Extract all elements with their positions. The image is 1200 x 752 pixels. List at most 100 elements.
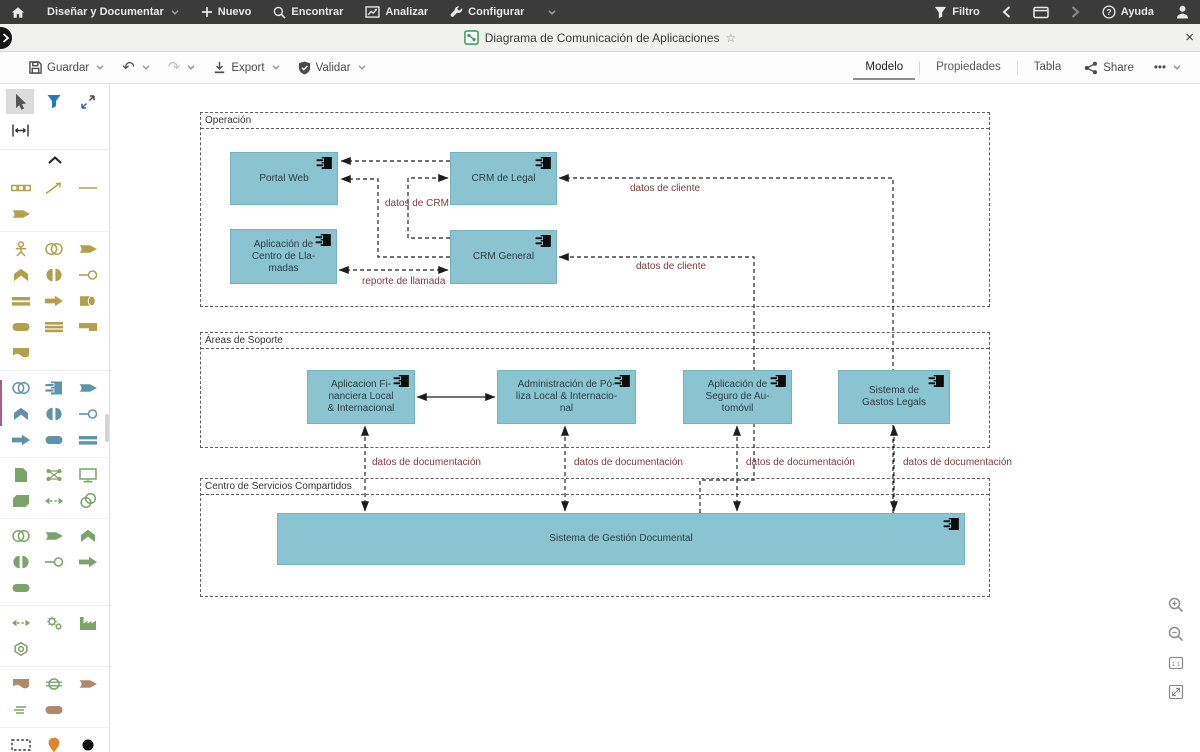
- window-switcher[interactable]: [1022, 0, 1060, 24]
- menu-encontrar[interactable]: Encontrar: [262, 0, 354, 24]
- nav-back[interactable]: [991, 0, 1022, 24]
- frames-icon[interactable]: [4, 177, 38, 199]
- node-gastos-legals[interactable]: Sistema de Gastos Legals: [838, 370, 950, 424]
- edge-label[interactable]: datos de CRM: [385, 198, 449, 209]
- app-process-icon[interactable]: [71, 377, 105, 399]
- home[interactable]: [0, 0, 36, 24]
- node-app-financiera[interactable]: Aplicacion Fi- nanciera Local & Internac…: [307, 370, 415, 424]
- artifact-icon[interactable]: [4, 464, 38, 486]
- collaboration-icon[interactable]: [38, 238, 72, 260]
- path-icon[interactable]: [38, 490, 72, 512]
- zoom-fit-button[interactable]: [1168, 684, 1184, 700]
- network-icon[interactable]: [38, 464, 72, 486]
- redo-button[interactable]: ↷: [159, 52, 205, 83]
- palette-scrollbar[interactable]: [105, 414, 109, 442]
- pointer-tool[interactable]: [6, 89, 34, 114]
- tech-collaboration-icon[interactable]: [71, 490, 105, 512]
- function-icon[interactable]: [4, 264, 38, 286]
- edge-label[interactable]: reporte de llamada: [362, 276, 446, 287]
- menu-disenar-documentar[interactable]: Diseñar y Documentar: [36, 0, 190, 24]
- equipment-icon[interactable]: [4, 638, 38, 660]
- node-adm-poliza[interactable]: Administración de Pó- liza Local & Inter…: [497, 370, 636, 424]
- service-roll-icon[interactable]: [71, 290, 105, 312]
- banner-icon[interactable]: [4, 203, 38, 225]
- more-options-button[interactable]: •••: [1145, 62, 1190, 74]
- edge-label[interactable]: datos de documentación: [372, 457, 481, 468]
- share-button[interactable]: Share: [1075, 61, 1143, 75]
- junction-icon[interactable]: [71, 734, 105, 752]
- tech-function-icon[interactable]: [71, 525, 105, 547]
- favorite-star-icon[interactable]: ☆: [725, 30, 737, 45]
- app-interaction-icon[interactable]: [38, 403, 72, 425]
- edge-label[interactable]: datos de documentación: [903, 457, 1012, 468]
- app-component-icon[interactable]: [38, 377, 72, 399]
- flow-edge[interactable]: [558, 252, 755, 513]
- edge-label[interactable]: datos de documentación: [574, 457, 683, 468]
- flow-edge[interactable]: [340, 174, 450, 258]
- flow-arrow-icon[interactable]: [38, 290, 72, 312]
- menu-analizar[interactable]: Analizar: [354, 0, 439, 24]
- close-tab-button[interactable]: ×: [1185, 29, 1194, 46]
- edge-label[interactable]: datos de cliente: [630, 183, 701, 194]
- menu-more[interactable]: [535, 0, 567, 24]
- group-centro-servicios[interactable]: Centro de Servicios Compartidos: [200, 478, 990, 597]
- material-icon[interactable]: [4, 699, 38, 721]
- palette-scroll-up[interactable]: [0, 150, 109, 171]
- undo-button[interactable]: ↶: [113, 52, 159, 83]
- object-icon[interactable]: [4, 290, 38, 312]
- tab-modelo[interactable]: Modelo: [853, 55, 916, 80]
- tech-flow-icon[interactable]: [71, 551, 105, 573]
- location-pin-icon[interactable]: [38, 734, 72, 752]
- tab-propiedades[interactable]: Propiedades: [924, 55, 1013, 80]
- node-app-seguro[interactable]: Aplicación de Seguro de Au- tomóvil: [683, 370, 792, 424]
- device-icon[interactable]: [71, 464, 105, 486]
- zoom-out-button[interactable]: [1168, 626, 1184, 642]
- grouping-icon[interactable]: [4, 734, 38, 752]
- node-icon[interactable]: [4, 490, 38, 512]
- gears-icon[interactable]: [38, 612, 72, 634]
- zoom-in-button[interactable]: [1168, 597, 1184, 613]
- app-flow-icon[interactable]: [4, 429, 38, 451]
- filtro[interactable]: Filtro: [923, 0, 991, 24]
- contract-icon[interactable]: [71, 316, 105, 338]
- tech-process-icon[interactable]: [38, 525, 72, 547]
- tech-collab-icon[interactable]: [4, 525, 38, 547]
- tech-interaction-icon[interactable]: [4, 551, 38, 573]
- tech-interface-icon[interactable]: [38, 551, 72, 573]
- process-icon[interactable]: [71, 238, 105, 260]
- app-service-icon[interactable]: [38, 429, 72, 451]
- facility-icon[interactable]: [71, 612, 105, 634]
- edge-label[interactable]: datos de documentación: [746, 457, 855, 468]
- interface-icon[interactable]: [71, 264, 105, 286]
- interaction-icon[interactable]: [38, 264, 72, 286]
- guardar-button[interactable]: Guardar: [20, 52, 113, 83]
- expand-panel-button[interactable]: [0, 27, 12, 49]
- representation-icon[interactable]: [4, 342, 38, 364]
- tab-tabla[interactable]: Tabla: [1022, 55, 1074, 80]
- flow-edge[interactable]: [407, 173, 450, 239]
- diagram-tab[interactable]: Diagrama de Comunicación de Aplicaciones…: [463, 30, 737, 45]
- user[interactable]: [1165, 0, 1200, 24]
- resize-tool[interactable]: [74, 89, 102, 114]
- app-interface-icon[interactable]: [71, 403, 105, 425]
- facility2-icon[interactable]: [4, 673, 38, 695]
- distribution-network-icon[interactable]: [38, 673, 72, 695]
- product-icon[interactable]: [38, 316, 72, 338]
- app-object-icon[interactable]: [71, 429, 105, 451]
- node-gestion-documental[interactable]: Sistema de Gestión Documental: [277, 513, 965, 565]
- zoom-one-to-one-button[interactable]: 1:1: [1168, 655, 1184, 671]
- export-button[interactable]: Export: [204, 52, 288, 83]
- actor-icon[interactable]: [4, 238, 38, 260]
- path2-icon[interactable]: [4, 612, 38, 634]
- material-pill-icon[interactable]: [38, 699, 72, 721]
- line-icon[interactable]: [71, 177, 105, 199]
- node-crm-legal[interactable]: CRM de Legal: [450, 152, 557, 205]
- node-centro-llamadas[interactable]: Aplicación de Centro de Lla- madas: [230, 229, 337, 284]
- menu-nuevo[interactable]: Nuevo: [190, 0, 263, 24]
- service-icon[interactable]: [4, 316, 38, 338]
- validar-button[interactable]: Validar: [289, 52, 375, 83]
- material-process-icon[interactable]: [71, 673, 105, 695]
- group-areas-soporte[interactable]: Áreas de Soporte: [200, 332, 990, 448]
- association-icon[interactable]: [38, 177, 72, 199]
